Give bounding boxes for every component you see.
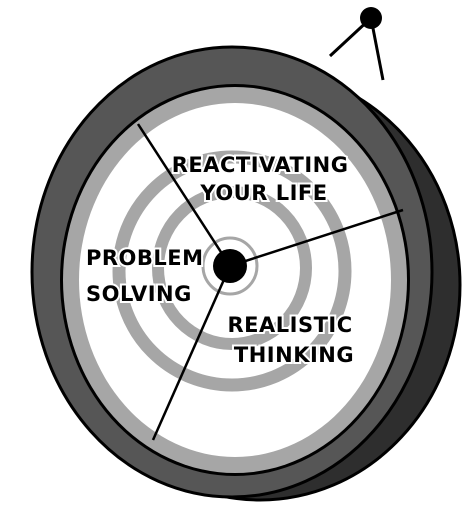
label-realistic-thinking-line2: THINKING	[234, 343, 354, 367]
wheel-hub	[213, 249, 247, 283]
label-reactivating-line1: REACTIVATING	[172, 153, 349, 177]
label-problem-solving-line1: PROBLEM	[86, 246, 204, 270]
label-realistic-thinking-line1: REALISTIC	[228, 313, 353, 337]
hanger-pin	[360, 7, 382, 29]
label-problem-solving-line2: SOLVING	[86, 282, 192, 306]
label-reactivating-line2: YOUR LIFE	[199, 181, 327, 205]
